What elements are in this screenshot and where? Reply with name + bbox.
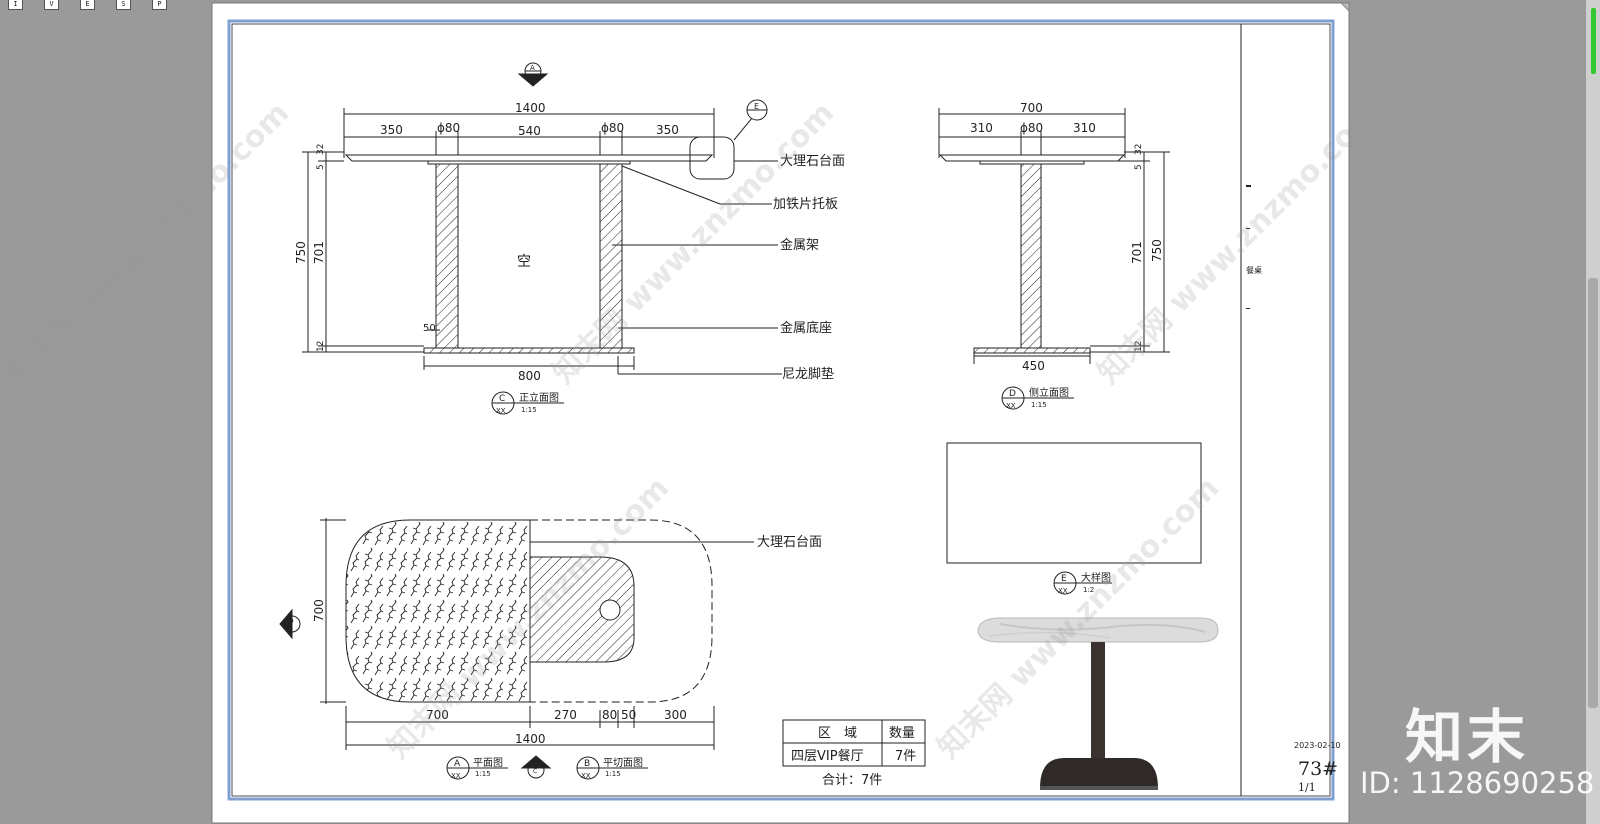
front-height-32: 32	[316, 144, 326, 155]
marker-c: C	[533, 768, 537, 775]
front-title-sub: XX	[496, 407, 506, 415]
plan-section-marker: D	[289, 618, 294, 625]
watermark-logo: 知末	[1405, 703, 1530, 771]
front-height-5: 5	[316, 164, 326, 170]
detail-view	[946, 442, 1202, 595]
toolbar-button-v[interactable]: V	[44, 0, 59, 10]
detail-title-sub: XX	[1058, 587, 1068, 595]
plan-seg-2: 270	[554, 708, 577, 722]
front-seg-2: ϕ80	[437, 121, 460, 135]
watermark-id: ID: 1128690258	[1360, 766, 1595, 800]
plan-view	[279, 518, 754, 780]
front-base-width: 800	[518, 369, 541, 383]
side-height-32: 32	[1134, 144, 1144, 155]
front-seg-1: 350	[380, 123, 403, 137]
plan-seg-4: 50	[621, 708, 636, 722]
title-block-note: 餐桌	[1246, 265, 1262, 275]
label-metal-base: 金属底座	[780, 320, 832, 336]
plan-seg-1: 700	[426, 708, 449, 722]
front-title-letter: C	[499, 394, 505, 404]
front-title-name: 正立面图	[519, 391, 559, 404]
side-title-sub: XX	[1006, 402, 1016, 410]
front-elevation-view	[302, 62, 782, 415]
side-title-letter: D	[1009, 389, 1016, 399]
label-nylon-pad: 尼龙脚垫	[782, 366, 834, 382]
front-seg-3: 540	[518, 124, 541, 138]
front-seg-4: ϕ80	[601, 121, 624, 135]
toolbar-button-s[interactable]: S	[116, 0, 131, 10]
side-seg-1: 310	[970, 121, 993, 135]
front-height-701: 701	[312, 241, 326, 264]
side-seg-3: 310	[1073, 121, 1096, 135]
detail-title-scale: 1:2	[1083, 586, 1094, 594]
side-seg-2: ϕ80	[1020, 121, 1043, 135]
section-title-sub: XX	[581, 772, 591, 780]
table-photo	[977, 617, 1219, 790]
side-title-scale: 1:15	[1031, 401, 1047, 409]
title-block-date: 2023-02-10	[1294, 741, 1341, 750]
detail-title-name: 大样图	[1081, 571, 1111, 584]
front-seg-5: 350	[656, 123, 679, 137]
front-height-12: 12	[316, 341, 326, 352]
front-base-height: 50	[423, 323, 436, 334]
plan-title-letter: A	[454, 759, 461, 769]
schedule-row-area: 四层VIP餐厅	[791, 748, 864, 764]
label-metal-frame: 金属架	[780, 237, 819, 253]
side-height-750: 750	[1150, 239, 1164, 262]
side-base-width: 450	[1022, 359, 1045, 373]
title-block-page: 1/1	[1298, 781, 1316, 794]
plan-seg-5: 300	[664, 708, 687, 722]
front-title-scale: 1:15	[521, 406, 537, 414]
scroll-position-indicator	[1591, 8, 1596, 74]
schedule-row-qty: 7件	[895, 749, 916, 764]
vertical-scrollbar[interactable]	[1586, 0, 1600, 824]
section-title-scale: 1:15	[605, 770, 621, 778]
front-height-750: 750	[294, 241, 308, 264]
plan-total-width: 1400	[515, 732, 546, 746]
toolbar-button-p[interactable]: P	[152, 0, 167, 10]
scrollbar-thumb[interactable]	[1588, 278, 1598, 708]
plan-title-name: 平面图	[473, 757, 503, 769]
plan-seg-3: 80	[602, 708, 617, 722]
drawing-sheet: 1400 350 ϕ80 540 ϕ80 350 750 701 5 32 12…	[211, 2, 1350, 824]
plan-title-sub: XX	[451, 772, 461, 780]
side-elevation-view	[938, 108, 1170, 410]
plan-title-scale: 1:15	[475, 770, 491, 778]
front-empty-label: 空	[517, 254, 531, 270]
label-marble-top: 大理石台面	[780, 154, 845, 169]
drawing-frame	[227, 19, 1335, 801]
schedule-table	[782, 719, 926, 767]
side-height-701: 701	[1130, 241, 1144, 264]
detail-title-letter: E	[1061, 574, 1067, 584]
callout-e-letter: E	[754, 102, 759, 111]
toolbar-button-i[interactable]: I	[8, 0, 23, 10]
plan-label-marble: 大理石台面	[757, 535, 822, 550]
section-title-name: 平切面图	[603, 757, 643, 769]
plan-height-dim: 700	[312, 599, 326, 622]
schedule-header-area: 区 域	[818, 726, 857, 741]
toolbar-button-e[interactable]: E	[80, 0, 95, 10]
title-block-number: 73#	[1298, 758, 1338, 780]
side-height-12: 12	[1134, 341, 1144, 352]
schedule-total: 合计：7件	[822, 773, 882, 788]
schedule-header-qty: 数量	[889, 726, 915, 741]
label-iron-plate: 加铁片托板	[773, 197, 838, 212]
side-total-width: 700	[1020, 101, 1043, 115]
side-height-5: 5	[1134, 164, 1144, 170]
front-total-width: 1400	[515, 101, 546, 115]
elevation-marker-a: A	[530, 64, 535, 72]
side-title-name: 侧立面图	[1029, 386, 1069, 399]
section-title-letter: B	[584, 759, 590, 769]
